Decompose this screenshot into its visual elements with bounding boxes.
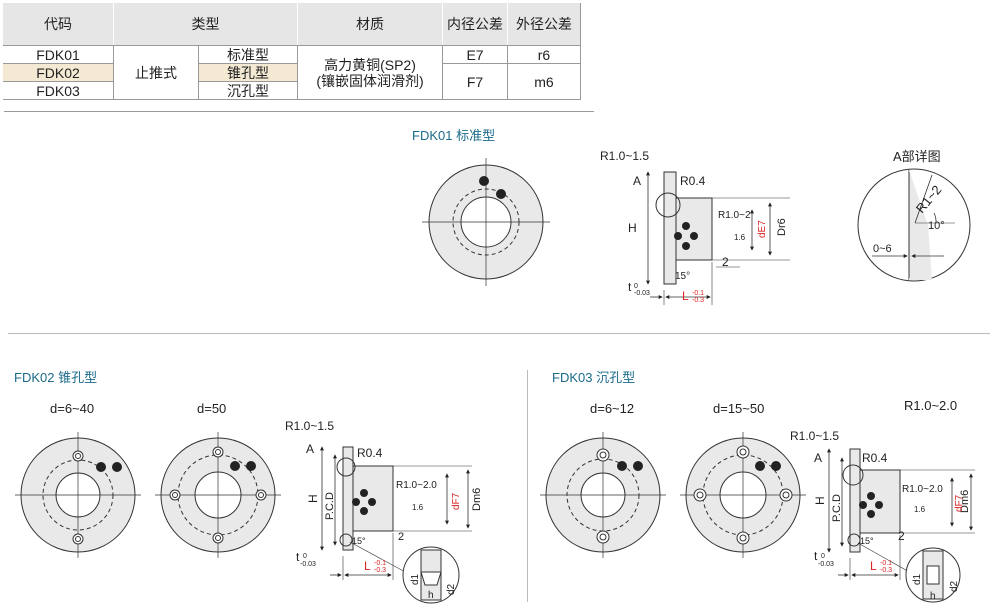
fdk02-section-view (320, 446, 472, 604)
material-line1: 高力黄铜(SP2) (324, 56, 416, 73)
fdk03-rough: 1.6 (914, 505, 926, 514)
fdk03-two: 2 (898, 529, 905, 543)
fdk03-title: FDK03 沉孔型 (552, 370, 636, 385)
fdk01-dr6: Dr6 (776, 218, 788, 236)
fdk03-l-tol-bot: -0.3 (880, 567, 892, 574)
fdk02-dm6: Dm6 (471, 488, 483, 511)
fdk02-r-flange: R0.4 (357, 446, 383, 460)
fdk01-two: 2 (722, 255, 729, 269)
fdk03-t-tol-top: 0 (821, 553, 825, 560)
fdk02-l: L (364, 559, 371, 573)
header-type: 类型 (113, 3, 298, 46)
fdk03-section-view (827, 448, 975, 603)
fdk03-l: L (870, 559, 877, 573)
lubricant-dot (496, 189, 506, 199)
fdk02-pcd: P.C.D (324, 492, 336, 520)
fdk02-top-view-a (15, 432, 141, 558)
fdk01-r-inner: R1.0~2 (718, 210, 751, 221)
fdk02-caption-a: d=6~40 (50, 401, 95, 416)
fdk03-df7: dF7 (954, 494, 965, 512)
fdk03-r-inner: R1.0~2.0 (902, 484, 943, 495)
fdk02-d2: d2 (446, 583, 457, 595)
section-divider-vertical (527, 370, 528, 602)
table-row: FDK01 止推式 标准型 高力黄铜(SP2) (镶嵌固体润滑剂) E7 r6 (3, 45, 581, 100)
table-header-row: 代码 类型 材质 内径公差 外径公差 (3, 3, 581, 46)
fdk01-title: FDK01 标准型 (412, 128, 496, 143)
fdk01-de7: dE7 (757, 220, 768, 238)
inner-tol-cell: F7 (442, 63, 508, 100)
fdk03-top-view-b (680, 432, 806, 558)
fdk03-t: t (814, 549, 818, 563)
fdk02-two: 2 (398, 531, 404, 543)
lubricant-dot (479, 176, 489, 186)
detail-angle: 10° (928, 220, 945, 232)
fdk02-rough: 1.6 (412, 503, 424, 512)
table-row: FDK03 沉孔型 (3, 81, 581, 100)
fdk01-a: A (633, 174, 641, 188)
fdk02-top-view-b (155, 432, 281, 558)
fdk03-d1: d1 (912, 573, 923, 585)
material-line2: (镶嵌固体润滑剂) (316, 72, 424, 89)
type-cell: 沉孔型 (198, 81, 298, 100)
fdk01-l-tol-top: -0.1 (692, 290, 704, 297)
fdk02-r-inner: R1.0~2.0 (396, 480, 437, 491)
detail-a-view (857, 168, 971, 282)
fdk01-section-view (646, 171, 790, 305)
fdk02-df7: dF7 (451, 492, 462, 510)
header-material: 材质 (297, 3, 443, 46)
fdk02-h: H (306, 494, 320, 503)
fdk02-hh: h (428, 590, 434, 601)
fdk03-top-view-a (540, 432, 666, 558)
fdk02-angle: 15° (352, 536, 366, 546)
fdk01-angle: 15° (675, 271, 690, 282)
fdk01-top-view (422, 158, 550, 286)
spec-table: 代码 类型 材质 内径公差 外径公差 FDK01 止推式 标准型 高力黄铜(SP… (3, 3, 581, 100)
header-code: 代码 (3, 3, 114, 46)
fdk03-caption-b: d=15~50 (713, 401, 765, 416)
fdk01-t-tol-bot: -0.03 (634, 290, 650, 297)
fdk03-d2: d2 (949, 580, 960, 592)
fdk02-a: A (306, 442, 314, 456)
fdk01-rough: 1.6 (734, 233, 746, 242)
fdk03-r-chamfer: R1.0~1.5 (790, 429, 839, 443)
code-cell: FDK03 (3, 81, 114, 100)
fdk03-caption-a: d=6~12 (590, 401, 635, 416)
fdk01-l-tol-bot: -0.3 (692, 297, 704, 304)
fdk02-d1: d1 (410, 573, 421, 585)
fdk01-l: L (682, 289, 689, 303)
fdk03-pcd: P.C.D (831, 494, 843, 522)
fdk02-t-tol-bot: -0.03 (300, 561, 316, 568)
fdk01-t: t (628, 280, 632, 294)
detail-range: 0~6 (873, 243, 892, 255)
material-cell: 高力黄铜(SP2) (镶嵌固体润滑剂) (297, 45, 443, 100)
fdk02-t-tol-top: 0 (303, 553, 307, 560)
fdk02-t: t (296, 550, 300, 564)
fdk03-hh: h (930, 591, 936, 602)
fdk02-r-chamfer: R1.0~1.5 (285, 419, 334, 433)
fdk01-t-tol-top: 0 (634, 283, 638, 290)
fdk01-h: H (628, 221, 637, 235)
detail-title: A部详图 (893, 149, 941, 164)
fdk02-l-tol-top: -0.1 (374, 560, 386, 567)
fdk03-note: R1.0~2.0 (904, 398, 958, 413)
fdk03-angle: 15° (860, 536, 874, 546)
code-cell: FDK02 (3, 63, 114, 82)
outer-tol-cell: m6 (507, 63, 581, 100)
fdk01-r-chamfer: R1.0~1.5 (600, 149, 649, 163)
fdk02-l-tol-bot: -0.3 (374, 567, 386, 574)
fdk03-l-tol-top: -0.1 (880, 560, 892, 567)
fdk02-caption-b: d=50 (197, 401, 227, 416)
section-divider (8, 333, 990, 334)
fdk03-r-flange: R0.4 (862, 451, 888, 465)
fdk03-t-tol-bot: -0.03 (818, 561, 834, 568)
fdk03-h: H (813, 496, 827, 505)
fdk03-a: A (814, 451, 822, 465)
fdk01-r-flange: R0.4 (680, 174, 706, 188)
fdk02-title: FDK02 锥孔型 (14, 370, 98, 385)
fdk03-dm6: Dm6 (959, 490, 971, 513)
table-bottom-rule (4, 111, 594, 112)
category-cell: 止推式 (113, 45, 199, 100)
